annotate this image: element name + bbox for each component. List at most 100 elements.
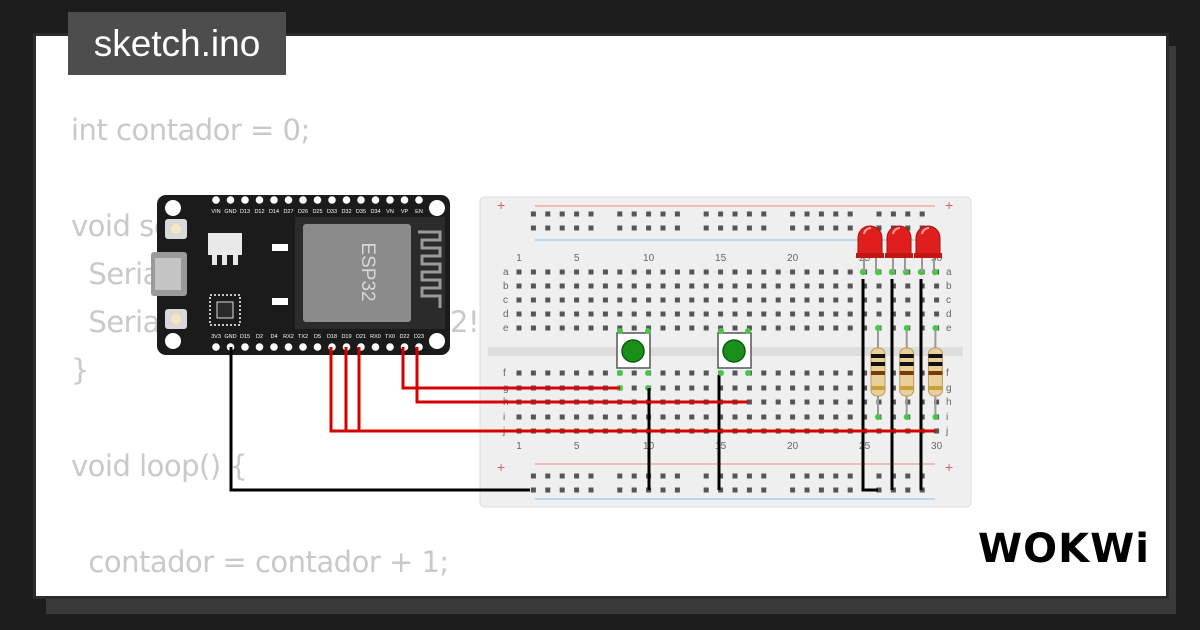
breadboard-hole [732,269,738,275]
breadboard-hole [818,283,824,289]
breadboard-hole [530,370,536,376]
esp32-pin-label: D23 [414,334,424,340]
breadboard-hole [732,297,738,303]
esp32-pin-label: D18 [327,334,337,340]
breadboard-hole [718,269,724,275]
resistor-3[interactable] [927,325,943,420]
breadboard-hole [761,311,767,317]
breadboard-hole [602,325,608,331]
pushbutton-2[interactable] [717,328,752,376]
breadboard-hole [574,297,580,303]
breadboard-hole [732,311,738,317]
row-letter: d [503,309,509,320]
resistor-1[interactable] [870,325,886,420]
esp32-pin-label: RX2 [283,334,294,340]
rail-hole [876,473,882,479]
led-3[interactable] [914,225,942,272]
rail-hole [660,487,666,493]
breadboard-hole [631,297,637,303]
rail-hole [905,211,911,217]
breadboard-hole [689,385,695,391]
esp32-pin-label: D33 [327,209,337,215]
rail-hole [574,225,580,231]
breadboard-hole [746,399,752,405]
rail-hole [588,487,594,493]
breadboard-hole [905,283,911,289]
rail-hole [588,225,594,231]
breadboard-hole [718,297,724,303]
row-letter: b [946,281,952,292]
breadboard-hole [646,325,652,331]
rail-hole [674,473,680,479]
row-letter: e [503,323,509,334]
breadboard-hole [703,370,709,376]
breadboard-hole [833,311,839,317]
code-line: Serial.println(contador); [71,586,512,596]
rail-hole [905,225,911,231]
rail-hole [732,473,738,479]
breadboard-hole [574,325,580,331]
breadboard-hole [847,297,853,303]
file-tab[interactable]: sketch.ino [68,12,286,75]
breadboard-hole [660,297,666,303]
breadboard-hole [545,297,551,303]
breadboard-hole [574,414,580,420]
breadboard-hole [718,311,724,317]
esp32-board[interactable]: ESP32 VIN3V3GNDGNDD13D15D12D2D14D4D27RX2… [151,195,450,355]
rail-hole [646,211,652,217]
breadboard-hole [588,297,594,303]
led-1[interactable] [856,225,884,272]
rail-hole [833,211,839,217]
rail-hole [876,211,882,217]
breadboard-hole [847,399,853,405]
breadboard-hole [818,297,824,303]
breadboard-hole [761,399,767,405]
breadboard-hole [660,370,666,376]
breadboard-hole [617,297,623,303]
esp32-pin-label: D22 [399,334,409,340]
rail-hole [703,225,709,231]
rail-hole [746,211,752,217]
breadboard-hole [588,414,594,420]
rail-hole [746,487,752,493]
breadboard-hole [689,325,695,331]
breadboard-hole [862,297,868,303]
column-number: 10 [643,253,655,264]
rail-hole [545,473,551,479]
breadboard-hole [804,325,810,331]
breadboard-hole [862,385,868,391]
esp32-pin [386,343,394,351]
breadboard-hole [689,283,695,289]
breadboard-hole [718,385,724,391]
breadboard-hole [934,283,940,289]
breadboard-hole [804,297,810,303]
breadboard-hole [674,283,680,289]
row-letter: c [946,295,951,306]
breadboard-hole [631,283,637,289]
esp32-pin [226,196,235,204]
breadboard-hole [934,297,940,303]
led-2[interactable] [885,225,913,272]
rail-hole [703,211,709,217]
esp32-pin-label: D2 [256,334,263,340]
esp32-pin-label: D13 [240,209,250,215]
breadboard-hole [790,385,796,391]
pushbutton-1[interactable] [616,328,651,376]
breadboard-hole [761,283,767,289]
rail-hole [545,225,551,231]
breadboard-hole [674,269,680,275]
breadboard-hole [790,283,796,289]
breadboard-hole [804,414,810,420]
breadboard-hole [559,370,565,376]
breadboard-hole [516,283,522,289]
rail-hole [660,225,666,231]
resistor-2[interactable] [899,325,915,420]
rail-hole [761,487,767,493]
row-letter: h [946,397,952,408]
row-letter: a [503,267,509,278]
breadboard-hole [617,414,623,420]
breadboard-hole [602,297,608,303]
breadboard-hole [847,269,853,275]
breadboard-hole [876,283,882,289]
row-letter: i [946,412,948,423]
